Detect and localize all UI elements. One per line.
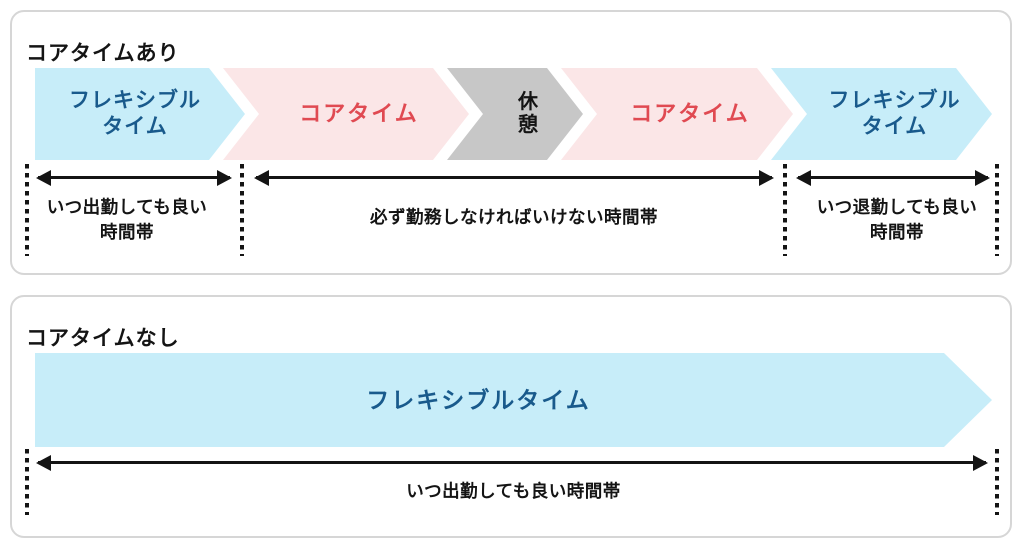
chevron-core-time-morning: コアタイム	[223, 68, 469, 160]
chevron-label: コアタイム	[299, 101, 419, 127]
chevron-flexible-time-end: フレキシブル タイム	[771, 68, 992, 160]
dotted-boundary-4	[995, 164, 999, 256]
dotted-boundary-end	[995, 449, 999, 515]
chevron-label: コアタイム	[630, 101, 750, 127]
dimension-arrow-left	[36, 169, 232, 186]
chevron-label: フレキシブル タイム	[828, 88, 961, 138]
chevron-flexible-time-start: フレキシブル タイム	[35, 68, 245, 160]
chevron-label: 休 憩	[518, 91, 538, 136]
panel-title: コアタイムなし	[26, 327, 180, 351]
chevron-core-time-afternoon: コアタイム	[561, 68, 793, 160]
panel-title: コアタイムあり	[26, 42, 180, 66]
flexible-time-full-arrow: フレキシブルタイム	[35, 353, 992, 447]
range-label-anytime: いつ出勤しても良い時間帯	[406, 481, 621, 501]
dimension-arrow-right	[796, 169, 990, 186]
chevron-label: フレキシブル タイム	[69, 88, 201, 138]
dotted-boundary-3	[783, 164, 787, 256]
range-label-clock-in: いつ出勤しても良い 時間帯	[46, 197, 208, 243]
panel-no-core-time: コアタイムなし フレキシブルタイム いつ出勤しても良い時間帯	[10, 295, 1012, 538]
dotted-boundary-2	[240, 164, 244, 256]
dimension-arrow-middle	[254, 169, 774, 186]
range-label-clock-out: いつ退勤しても良い 時間帯	[816, 197, 978, 243]
dotted-boundary-1	[25, 164, 29, 256]
panel-with-core-time: コアタイムあり フレキシブル タイム コアタイム 休 憩 コアタイム フレキシブ…	[10, 10, 1012, 275]
timeline-chevron-band: フレキシブル タイム コアタイム 休 憩 コアタイム フレキシブル タイム	[35, 68, 992, 160]
range-label-mandatory: 必ず勤務しなければいけない時間帯	[370, 207, 658, 227]
arrow-label: フレキシブルタイム	[366, 386, 591, 413]
dotted-boundary-start	[25, 449, 29, 515]
dimension-arrow-full	[36, 454, 988, 471]
